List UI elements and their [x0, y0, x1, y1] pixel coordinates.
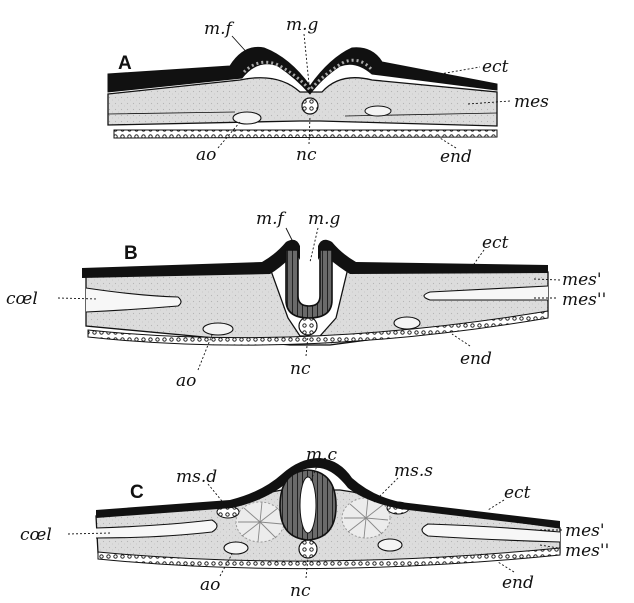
panel-b-label-mf: m.f [256, 209, 287, 229]
panel-b-neural-groove [286, 250, 332, 318]
panel-c-label-end: end [502, 573, 534, 593]
panel-b-notochord [299, 317, 317, 335]
panel-a-label-mf: m.f [204, 19, 235, 39]
panel-a-label-mg: m.g [286, 15, 319, 35]
panel-c-neural-canal [300, 477, 316, 533]
panel-b-label-mes2: mes'' [562, 290, 606, 310]
panel-a-aorta [233, 112, 261, 124]
panel-c-letter: C [130, 482, 144, 503]
panel-c: C [20, 445, 609, 601]
panel-c-somite-left [236, 502, 284, 542]
panel-c-label-ect: ect [504, 483, 531, 503]
panel-a-aorta-right [365, 106, 391, 116]
panel-a-label-end: end [440, 147, 472, 167]
panel-b-label-ect: ect [482, 233, 509, 253]
panel-b-aorta-left [203, 323, 233, 335]
panel-a-label-mes: mes [514, 92, 549, 112]
panel-a-endoderm [114, 130, 497, 138]
panel-c-aorta-left [224, 542, 248, 554]
panel-b-label-ao: ao [176, 371, 196, 391]
panel-a-label-nc: nc [296, 145, 317, 165]
panel-c-label-mss: ms.s [394, 461, 433, 481]
panel-b-label-nc: nc [290, 359, 311, 379]
panel-a-notochord [302, 98, 318, 114]
panel-c-aorta-right [378, 539, 402, 551]
panel-b-ectoderm-right [318, 240, 548, 274]
panel-b-leader-end [452, 334, 470, 346]
panel-a-leader-ect [440, 67, 480, 74]
panel-c-notochord [299, 540, 317, 558]
panel-c-label-coel: cœl [20, 525, 52, 545]
panel-a-leader-mg [304, 34, 309, 84]
panel-b-ectoderm [82, 240, 300, 278]
panel-c-label-mes2: mes'' [565, 541, 609, 561]
panel-b: B m.f m.g ect mes' mes'' cœl ao [6, 209, 606, 391]
panel-c-label-ao: ao [200, 575, 220, 595]
panel-c-label-mc: m.c [306, 445, 338, 465]
panel-b-label-mes1: mes' [562, 270, 602, 290]
panel-a-letter: A [118, 53, 132, 74]
panel-c-label-nc: nc [290, 581, 311, 601]
panel-b-letter: B [124, 243, 138, 264]
panel-a-label-ect: ect [482, 57, 509, 77]
panel-a-label-ao: ao [196, 145, 216, 165]
panel-b-aorta-right [394, 317, 420, 329]
panel-b-leader-mg [310, 228, 318, 262]
panel-b-label-mg: m.g [308, 209, 341, 229]
panel-c-label-msd: ms.d [176, 467, 217, 487]
panel-c-leader-ect [488, 500, 504, 510]
panel-a: A m.f m.g ect mes ao nc end [108, 15, 549, 167]
panel-b-label-end: end [460, 349, 492, 369]
panel-c-leader-end [498, 562, 514, 572]
panel-c-label-mes1: mes' [565, 521, 605, 541]
panel-b-label-coel: cœl [6, 289, 38, 309]
